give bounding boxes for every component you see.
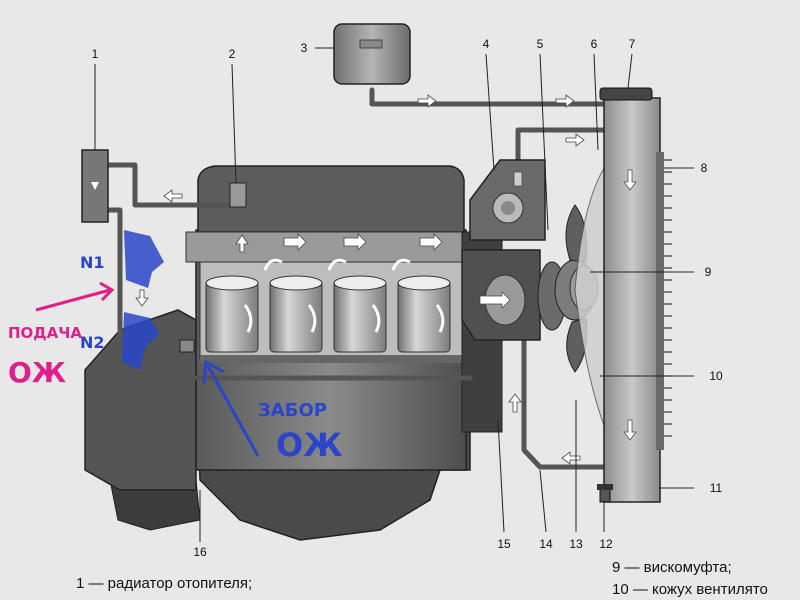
callout-13: 13 xyxy=(569,537,583,551)
legend-item-1: 1 — радиатор отопителя; xyxy=(76,575,252,592)
callout-7: 7 xyxy=(629,37,636,51)
blue-arrow xyxy=(206,365,260,457)
blue-marker-n1 xyxy=(124,230,164,288)
legend: 1 — радиатор отопителя; 9 — вискомуфта; … xyxy=(76,559,768,598)
legend-item-9: 9 — вискомуфта; xyxy=(612,559,732,576)
label-n2: N2 xyxy=(80,333,105,352)
callout-14: 14 xyxy=(539,537,553,551)
callout-1: 1 xyxy=(92,47,99,61)
blue-arrow-head xyxy=(202,359,225,385)
callout-11: 11 xyxy=(710,481,723,495)
label-podacha: ПОДАЧА xyxy=(8,324,82,342)
callout-numbers: 1 2 3 4 5 6 7 8 9 10 11 12 13 14 15 16 xyxy=(92,37,723,559)
callout-6: 6 xyxy=(591,37,598,51)
jacket-flow-arrows xyxy=(235,233,443,253)
pink-arrow xyxy=(35,288,111,312)
blue-marker-n2 xyxy=(122,312,160,370)
callout-15: 15 xyxy=(497,537,511,551)
pink-arrow-head xyxy=(99,281,115,302)
drain-plug xyxy=(597,484,613,503)
block-drain-tap xyxy=(179,339,195,353)
radiator-cap xyxy=(599,87,653,101)
expansion-tank xyxy=(333,23,411,85)
cylinders xyxy=(205,258,451,353)
pipe-flow-arrows xyxy=(135,94,585,465)
callout-8: 8 xyxy=(701,161,708,175)
callout-10: 10 xyxy=(709,369,723,383)
callout-4: 4 xyxy=(483,37,490,51)
legend-item-10: 10 — кожух вентилято xyxy=(612,581,768,598)
callout-9: 9 xyxy=(705,265,712,279)
callout-2: 2 xyxy=(229,47,236,61)
handwritten-annotations: N1 N2 ПОДАЧА ОЖ ЗАБОР ОЖ xyxy=(8,230,342,464)
thermostat xyxy=(469,159,546,241)
callout-3: 3 xyxy=(301,41,308,55)
heater-radiator xyxy=(81,149,109,223)
label-oj-left: ОЖ xyxy=(8,356,66,389)
water-pump xyxy=(461,249,541,341)
label-oj-right: ОЖ xyxy=(276,426,342,464)
callout-12: 12 xyxy=(599,537,613,551)
label-zabor: ЗАБОР xyxy=(258,400,327,421)
label-n1: N1 xyxy=(80,253,105,272)
radiator xyxy=(603,97,672,503)
leader-lines xyxy=(94,47,694,542)
temperature-sensor-fitting xyxy=(229,182,247,208)
callout-5: 5 xyxy=(537,37,544,51)
callout-16: 16 xyxy=(193,545,207,559)
